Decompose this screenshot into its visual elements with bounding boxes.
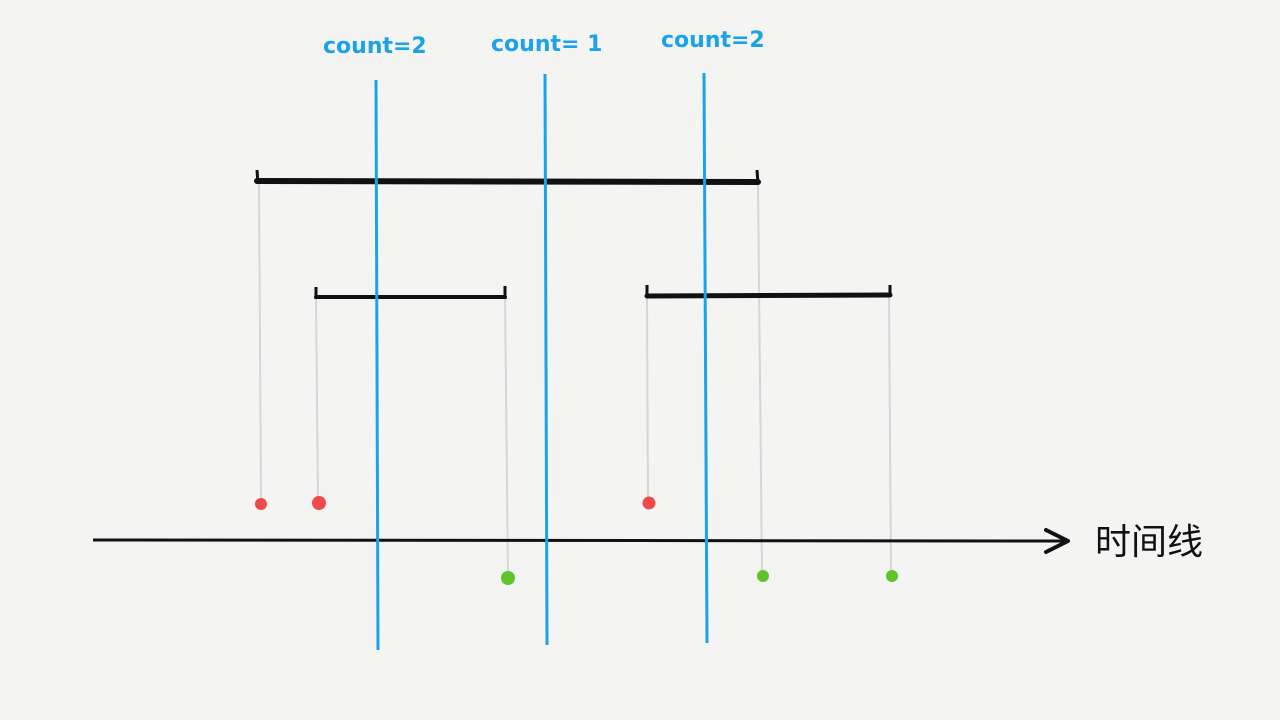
intervals <box>254 169 893 299</box>
interval-3-bar <box>644 292 893 299</box>
drop-line-interval-2-end <box>504 295 509 579</box>
scan-line-3 <box>702 72 709 644</box>
scan-line-3-count-label: count=2 <box>661 28 765 53</box>
timeline-label: 时间线 <box>1095 522 1203 563</box>
drop-line-interval-3-start <box>646 295 649 504</box>
interval-1-right-tick <box>755 169 760 185</box>
start-point <box>255 498 267 510</box>
scan-line-1-count-label: count=2 <box>323 34 427 59</box>
timeline-axis <box>92 538 1067 543</box>
start-point <box>642 496 656 510</box>
drop-line-interval-1-end <box>757 181 763 577</box>
scan-line-2-count-label: count= 1 <box>491 32 602 57</box>
drop-line-interval-3-end <box>888 295 892 577</box>
interval-1-bar <box>254 178 761 185</box>
end-point <box>501 571 515 585</box>
interval-1 <box>254 169 761 185</box>
end-points <box>501 570 898 585</box>
interval-2 <box>314 286 507 299</box>
end-point <box>886 570 898 582</box>
interval-1-left-tick <box>255 169 260 185</box>
drop-lines <box>258 181 892 579</box>
scan-lines: count=2 count= 1 count=2 <box>323 28 765 651</box>
interval-3 <box>644 285 893 299</box>
drop-line-interval-2-start <box>315 295 319 504</box>
drop-line-interval-1-start <box>258 181 262 504</box>
scan-line-2 <box>543 73 549 646</box>
timeline: 时间线 <box>92 522 1203 563</box>
start-points <box>255 496 656 510</box>
scan-line-1 <box>374 79 380 651</box>
timeline-arrowhead <box>1044 528 1070 554</box>
start-point <box>312 496 326 510</box>
end-point <box>757 570 769 582</box>
